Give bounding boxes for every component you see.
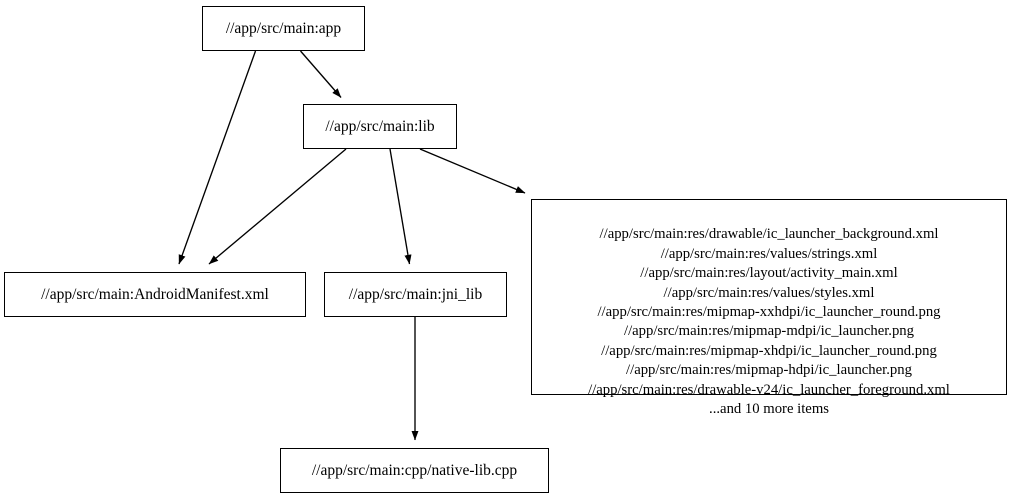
node-resources[interactable]: //app/src/main:res/drawable/ic_launcher_… — [531, 199, 1007, 417]
node-app-label: //app/src/main:app — [225, 19, 342, 37]
edge-lib-to-resources — [419, 148, 526, 194]
node-lib-label: //app/src/main:lib — [325, 117, 435, 135]
node-androidmanifest-label: //app/src/main:AndroidManifest.xml — [41, 285, 269, 303]
edge-app-to-androidmanifest — [178, 50, 257, 265]
edge-lib-to-jni-lib — [389, 148, 412, 265]
edge-lib-to-androidmanifest — [208, 148, 347, 265]
node-native-lib-cpp-label: //app/src/main:cpp/native-lib.cpp — [311, 461, 518, 479]
node-androidmanifest[interactable]: //app/src/main:AndroidManifest.xml — [4, 272, 306, 317]
node-resources-label: //app/src/main:res/drawable/ic_launcher_… — [588, 226, 950, 418]
node-jni-lib-label: //app/src/main:jni_lib — [348, 285, 483, 303]
node-app[interactable]: //app/src/main:app — [202, 6, 365, 51]
node-native-lib-cpp[interactable]: //app/src/main:cpp/native-lib.cpp — [280, 448, 549, 493]
node-lib[interactable]: //app/src/main:lib — [303, 104, 457, 149]
edge-app-to-lib — [299, 50, 342, 98]
node-jni-lib[interactable]: //app/src/main:jni_lib — [324, 272, 507, 317]
